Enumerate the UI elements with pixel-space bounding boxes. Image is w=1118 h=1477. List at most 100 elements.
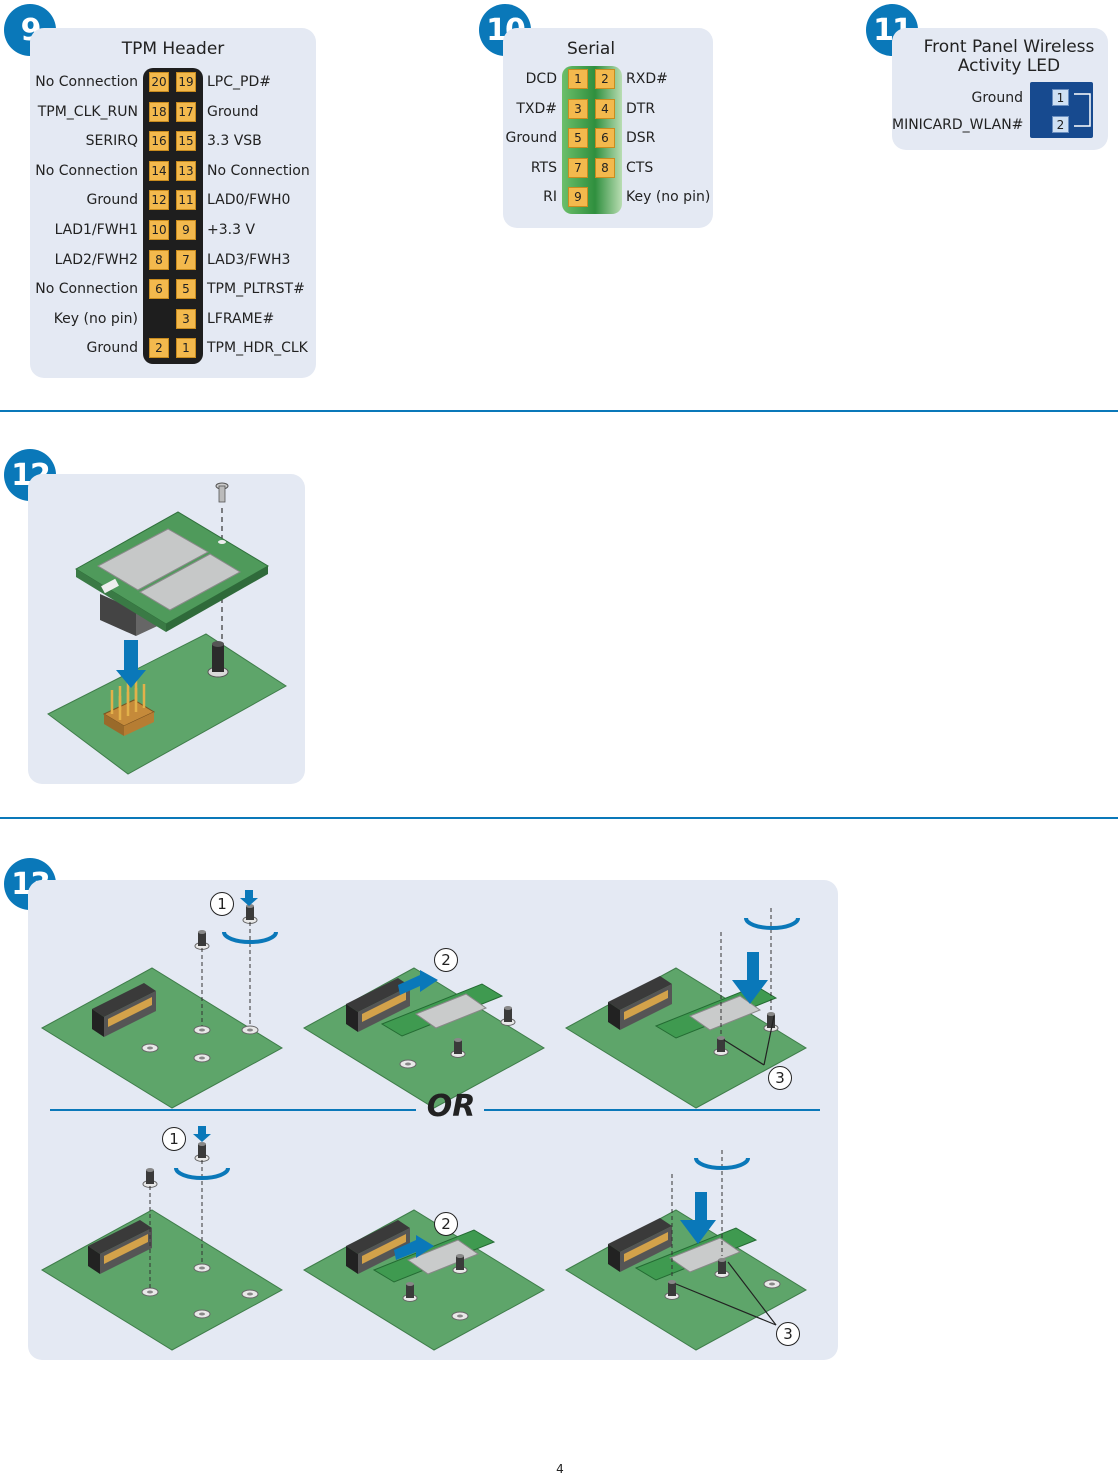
tpm-pin: 20 [149, 72, 169, 92]
callout-1-row1: 1 [210, 892, 234, 916]
led-pin: 2 [1052, 116, 1069, 133]
tpm-pin: 1 [176, 338, 196, 359]
tpm-pin: 12 [149, 190, 169, 211]
tpm-left-label: LAD2/FWH2 [54, 251, 138, 268]
tpm-right-label: Ground [207, 103, 259, 120]
serial-right-label: DSR [626, 130, 656, 147]
serial-right-label: CTS [626, 159, 654, 176]
tpm-right-label: LAD0/FWH0 [207, 192, 291, 209]
row2-step3-scene [565, 1150, 807, 1351]
row1-press-arrow [732, 952, 768, 1004]
row2-push-arrow [193, 1126, 211, 1142]
serial-left-label: TXD# [516, 100, 557, 117]
tpm-left-label: SERIRQ [85, 133, 138, 150]
tpm-pin: 6 [149, 279, 169, 300]
tpm-module-underside [100, 594, 136, 636]
tpm-pin: 18 [149, 101, 169, 122]
tpm-right-label: TPM_PLTRST# [207, 281, 305, 298]
led-label: Ground [971, 90, 1024, 106]
serial-right-label: DTR [626, 100, 656, 117]
led-pin: 1 [1052, 89, 1069, 106]
down-arrow [116, 640, 146, 688]
serial-right-label: Key (no pin) [626, 189, 711, 206]
serial-left-label: Ground [505, 130, 558, 147]
row1-step3-scene [565, 908, 807, 1109]
tpm-right-label: LPC_PD# [207, 74, 271, 90]
tpm-header-title: TPM Header [121, 39, 225, 59]
tpm-left-label: Ground [86, 340, 139, 357]
serial-pin: 1 [568, 69, 588, 89]
tpm-right-label: 3.3 VSB [207, 133, 262, 150]
serial-left-label: RTS [530, 159, 557, 176]
tpm-pin: 19 [176, 72, 196, 92]
tpm-pin: 13 [176, 160, 196, 181]
tpm-pin: 15 [176, 131, 196, 152]
tpm-left-label: No Connection [35, 162, 138, 179]
callout-3-row2: 3 [776, 1322, 800, 1346]
callout-2-row2: 2 [434, 1212, 458, 1236]
tpm-pin: 3 [176, 308, 196, 329]
led-title-line1: Front Panel Wireless [923, 37, 1095, 57]
serial-pin: 7 [568, 157, 588, 178]
tpm-module-install-illustration [47, 482, 287, 775]
minicard-install-illustration [41, 890, 820, 1351]
tpm-left-label: No Connection [35, 74, 138, 90]
tpm-pin: 14 [149, 160, 169, 181]
row1-insert-arrow [398, 970, 438, 995]
led-title: Front Panel Wireless Activity LED [892, 38, 1118, 76]
led-title-line2: Activity LED [957, 56, 1061, 76]
tpm-pin: 11 [176, 190, 196, 211]
tpm-pin: 2 [149, 338, 169, 359]
screw [215, 482, 229, 503]
serial-left-label: RI [543, 189, 557, 206]
callout-2-row1: 2 [434, 948, 458, 972]
standoff [212, 644, 224, 672]
tpm-right-label: TPM_HDR_CLK [207, 340, 308, 357]
row1-push-arrow [240, 890, 258, 906]
tpm-left-label: TPM_CLK_RUN [37, 103, 138, 120]
serial-title: Serial [566, 39, 616, 59]
serial-pin: 3 [568, 98, 588, 119]
section-divider-1 [0, 410, 1118, 412]
section-divider-2 [0, 817, 1118, 819]
tpm-pin: 10 [149, 220, 169, 240]
row1-tighten-arrow [744, 917, 800, 930]
row2-step1-scene [41, 1141, 283, 1351]
row2-tighten-arrow [694, 1157, 750, 1170]
callout-3-row1: 3 [768, 1066, 792, 1090]
tpm-pin: 16 [149, 131, 169, 152]
row2-insert-arrow [394, 1235, 434, 1260]
serial-pin: 2 [595, 69, 615, 89]
tpm-left-label: Ground [86, 192, 139, 209]
tpm-left-label: No Connection [35, 281, 138, 298]
tpm-chip-2 [138, 553, 242, 611]
tpm-pin: 9 [176, 220, 196, 240]
row2-press-arrow [680, 1192, 716, 1244]
row1-step1-scene [41, 903, 283, 1109]
page-number: 4 [556, 1462, 564, 1476]
motherboard-board [47, 633, 287, 775]
serial-right-label: RXD# [626, 71, 668, 87]
row1-rotate-arrow [222, 931, 278, 944]
tpm-pin: 8 [149, 249, 169, 270]
serial-pin: 4 [595, 98, 615, 119]
serial-pin: 5 [568, 128, 588, 149]
tpm-left-label: LAD1/FWH1 [54, 222, 138, 238]
tpm-right-label: No Connection [207, 162, 310, 179]
serial-pin: 6 [595, 128, 615, 149]
tpm-left-label: Key (no pin) [53, 310, 138, 327]
tpm-right-label: LAD3/FWH3 [207, 251, 291, 268]
tpm-pin: 5 [176, 279, 196, 300]
callout-1-row2: 1 [162, 1127, 186, 1151]
tpm-right-label: LFRAME# [207, 310, 275, 327]
tpm-pin: 17 [176, 101, 196, 122]
tpm-chip-1 [96, 528, 210, 591]
row2-rotate-arrow [174, 1167, 230, 1180]
tpm-right-label: +3.3 V [207, 222, 256, 238]
or-label: OR [426, 1089, 476, 1124]
tpm-pin: 7 [176, 249, 196, 270]
serial-left-label: DCD [525, 71, 557, 87]
serial-pin: 8 [595, 157, 615, 178]
row2-step2-scene [303, 1209, 545, 1351]
serial-pin: 9 [568, 187, 588, 208]
